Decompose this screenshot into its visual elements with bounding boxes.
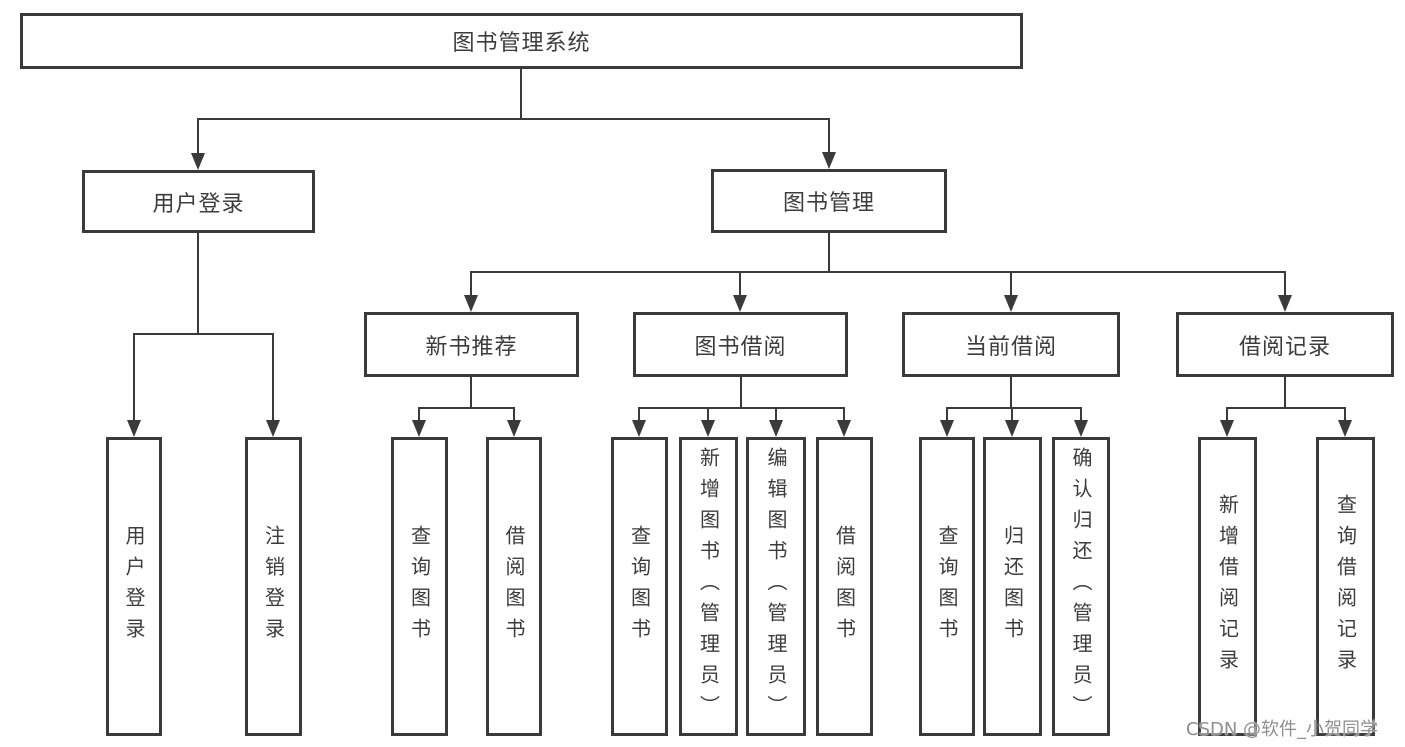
connector-arrow-shaft — [197, 118, 199, 155]
node-return-books: 归还图书 — [983, 437, 1042, 736]
node-query-books-recommend: 查询图书 — [391, 437, 448, 736]
arrow-down-icon — [1005, 420, 1019, 437]
connector-arrow-shaft — [1284, 271, 1286, 297]
connector-vline — [197, 233, 199, 333]
connector-hline — [1226, 407, 1346, 409]
arrow-down-icon — [1220, 420, 1234, 437]
connector-vline — [1284, 377, 1286, 407]
connector-vline — [740, 377, 742, 407]
node-label: 查询图书 — [935, 524, 959, 649]
connector-arrow-shaft — [418, 407, 420, 422]
arrow-down-icon — [412, 420, 426, 437]
arrow-down-icon — [1074, 420, 1088, 437]
node-user-login-leaf: 用户登录 — [106, 437, 162, 736]
connector-arrow-shaft — [1080, 407, 1082, 422]
node-label: 新增图书（管理员） — [696, 447, 721, 726]
node-borrowing-records: 借阅记录 — [1176, 312, 1394, 377]
connector-arrow-shaft — [513, 407, 515, 422]
connector-arrow-shaft — [133, 333, 135, 422]
connector-hline — [133, 333, 274, 335]
connector-arrow-shaft — [828, 118, 830, 154]
node-logout: 注销登录 — [245, 437, 302, 736]
connector-arrow-shaft — [470, 271, 472, 297]
arrow-down-icon — [1338, 420, 1352, 437]
connector-vline — [828, 233, 830, 271]
connector-hline — [470, 271, 1286, 273]
arrow-down-icon — [127, 420, 141, 437]
node-label: 用户登录 — [122, 524, 146, 649]
node-add-books-admin: 新增图书（管理员） — [679, 437, 738, 736]
connector-hline — [638, 407, 845, 409]
node-label: 确认归还（管理员） — [1069, 447, 1093, 726]
connector-hline — [946, 407, 1082, 409]
connector-arrow-shaft — [272, 333, 274, 422]
connector-arrow-shaft — [1010, 271, 1012, 297]
node-label: 查询借阅记录 — [1333, 493, 1358, 680]
node-label: 查询图书 — [627, 524, 652, 649]
arrow-down-icon — [191, 153, 205, 170]
arrow-down-icon — [1278, 295, 1292, 312]
node-edit-books-admin: 编辑图书（管理员） — [746, 437, 806, 736]
connector-arrow-shaft — [843, 407, 845, 422]
node-query-books-borrowing: 查询图书 — [611, 437, 668, 736]
node-confirm-return-admin: 确认归还（管理员） — [1052, 437, 1110, 736]
node-label: 归还图书 — [1000, 524, 1025, 649]
node-book-management: 图书管理 — [711, 169, 947, 233]
connector-arrow-shaft — [739, 271, 741, 297]
node-query-borrow-record: 查询借阅记录 — [1316, 437, 1375, 736]
connector-arrow-shaft — [1226, 407, 1228, 422]
node-library-management-system: 图书管理系统 — [20, 13, 1023, 69]
connector-arrow-shaft — [707, 407, 709, 422]
node-user-login: 用户登录 — [82, 170, 315, 233]
arrow-down-icon — [266, 420, 280, 437]
node-label: 借阅图书 — [502, 524, 526, 649]
arrow-down-icon — [822, 152, 836, 169]
node-label: 查询图书 — [407, 524, 432, 649]
node-new-book-recommend: 新书推荐 — [364, 312, 579, 377]
arrow-down-icon — [940, 420, 954, 437]
connector-arrow-shaft — [1344, 407, 1346, 422]
connector-hline — [198, 118, 830, 120]
connector-arrow-shaft — [638, 407, 640, 422]
node-borrow-books-borrowing: 借阅图书 — [816, 437, 873, 736]
arrow-down-icon — [769, 420, 783, 437]
node-current-borrowing: 当前借阅 — [902, 312, 1120, 377]
csdn-watermark: CSDN @软件_小贺同学 — [1186, 719, 1379, 740]
node-borrow-books-recommend: 借阅图书 — [486, 437, 542, 736]
arrow-down-icon — [733, 295, 747, 312]
node-add-borrow-record: 新增借阅记录 — [1198, 437, 1257, 736]
connector-arrow-shaft — [946, 407, 948, 422]
arrow-down-icon — [632, 420, 646, 437]
connector-vline — [470, 377, 472, 407]
arrow-down-icon — [507, 420, 521, 437]
connector-arrow-shaft — [1011, 407, 1013, 422]
node-label: 新增借阅记录 — [1215, 493, 1240, 680]
node-query-books-current: 查询图书 — [919, 437, 975, 736]
connector-vline — [1010, 377, 1012, 407]
connector-hline — [418, 407, 515, 409]
arrow-down-icon — [464, 295, 478, 312]
arrow-down-icon — [1004, 295, 1018, 312]
connector-arrow-shaft — [775, 407, 777, 422]
arrow-down-icon — [837, 420, 851, 437]
node-label: 编辑图书（管理员） — [764, 447, 788, 726]
node-label: 注销登录 — [261, 524, 286, 649]
arrow-down-icon — [701, 420, 715, 437]
connector-vline — [520, 69, 522, 118]
node-book-borrowing: 图书借阅 — [633, 312, 848, 377]
node-label: 借阅图书 — [832, 524, 857, 649]
